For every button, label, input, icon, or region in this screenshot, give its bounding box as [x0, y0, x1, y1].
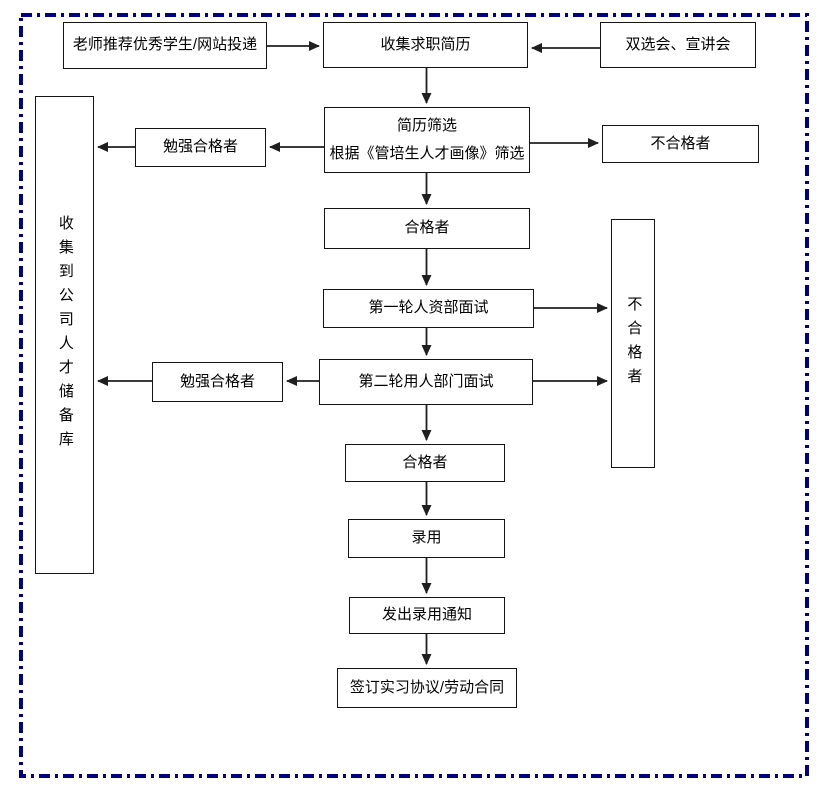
node-label: 合格者: [404, 219, 450, 237]
page-border: [19, 13, 809, 778]
node-label: 勉强合格者: [162, 138, 238, 156]
node-send-offer: 发出录用通知: [349, 597, 505, 634]
node-label: 老师推荐优秀学生/网站投递: [72, 36, 258, 54]
node-label: 第一轮人资部面试: [368, 299, 489, 317]
node-collect-resumes: 收集求职简历: [323, 22, 528, 68]
node-label: 不合格者: [650, 134, 711, 152]
node-label-title: 简历筛选: [396, 117, 457, 135]
node-qualified-1: 合格者: [324, 208, 530, 249]
node-hire: 录用: [348, 519, 505, 558]
node-second-interview: 第二轮用人部门面试: [319, 359, 533, 405]
node-unqualified-pool: 不合格者: [611, 219, 655, 468]
node-label: 收集到公司人才储备库: [56, 215, 74, 455]
node-label: 收集求职简历: [380, 35, 471, 53]
node-sign-contract: 签订实习协议/劳动合同: [337, 668, 517, 708]
node-label: 双选会、宣讲会: [625, 35, 731, 53]
node-label: 发出录用通知: [381, 606, 472, 624]
node-teacher-recommend: 老师推荐优秀学生/网站投递: [63, 22, 267, 69]
node-unqualified-1: 不合格者: [602, 125, 759, 163]
node-resume-screening: 简历筛选 根据《管培生人才画像》筛选: [324, 107, 530, 173]
node-label: 不合格者: [625, 295, 643, 392]
node-barely-qualified-2: 勉强合格者: [152, 362, 283, 402]
node-talent-pool: 收集到公司人才储备库: [35, 96, 94, 574]
node-barely-qualified-1: 勉强合格者: [135, 128, 266, 167]
node-qualified-2: 合格者: [345, 444, 505, 482]
node-label-subtitle: 根据《管培生人才画像》筛选: [329, 145, 525, 162]
node-label: 合格者: [402, 453, 448, 471]
node-job-fairs: 双选会、宣讲会: [600, 22, 756, 68]
node-label: 勉强合格者: [179, 372, 255, 390]
node-first-interview: 第一轮人资部面试: [323, 289, 534, 328]
node-label: 录用: [411, 529, 442, 547]
node-label: 第二轮用人部门面试: [358, 372, 494, 390]
node-label: 签订实习协议/劳动合同: [349, 678, 505, 696]
